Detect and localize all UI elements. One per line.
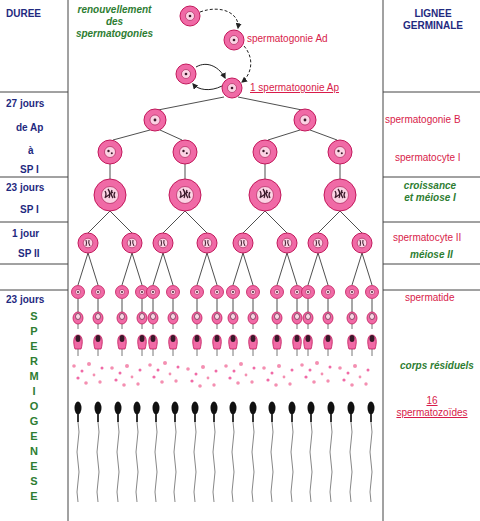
- duration-label: 23 jours: [6, 294, 44, 306]
- duration-label: SP II: [18, 248, 40, 260]
- phase-label: méiose II: [410, 249, 453, 261]
- cell-stage-label: spermatocyte I: [395, 152, 461, 164]
- renewal-arrows: [193, 9, 251, 89]
- column-heading: DUREE: [6, 8, 41, 20]
- duration-label: 23 jours: [6, 182, 44, 194]
- cell-stage-label: spermatogonie B: [385, 114, 461, 126]
- duration-label: à: [28, 145, 34, 157]
- cell-stage-label: 16 spermatozoïdes: [392, 395, 472, 419]
- cell-stage-label: spermatogonie Ad: [247, 33, 328, 45]
- residual-bodies: [72, 361, 369, 388]
- phase-label: SPERMIOGENESE: [27, 310, 40, 505]
- duration-label: SP I: [20, 204, 39, 216]
- renewal-note: renouvellement des spermatogonies: [72, 4, 157, 40]
- lineage-lines: [78, 97, 372, 312]
- cell-stage-label: 1 spermatogonie Ap: [250, 82, 339, 94]
- column-heading: LIGNEE GERMINALE: [392, 8, 474, 32]
- duration-label: SP I: [20, 164, 39, 176]
- germ-cells: [72, 6, 379, 356]
- phase-label: croissance et méiose I: [400, 180, 460, 204]
- duration-label: de Ap: [16, 122, 43, 134]
- cell-stage-label: spermatocyte II: [393, 232, 461, 244]
- duration-label: 1 jour: [12, 228, 39, 240]
- duration-label: 27 jours: [6, 98, 44, 110]
- cell-stage-label: spermatide: [405, 292, 454, 304]
- spermatozoa: [75, 402, 375, 503]
- phase-label: corps résiduels: [400, 360, 474, 372]
